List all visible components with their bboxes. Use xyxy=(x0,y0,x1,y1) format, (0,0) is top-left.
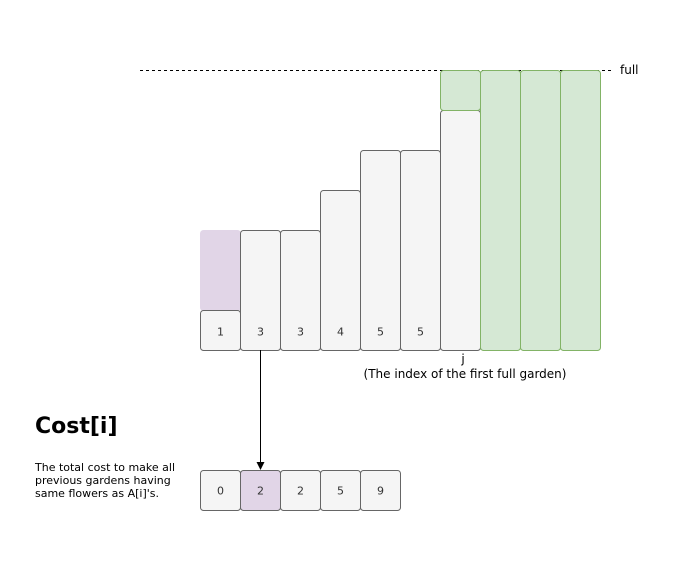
cost-value-label: 9 xyxy=(377,485,384,498)
garden-bar xyxy=(360,150,401,351)
cost-value-label: 2 xyxy=(257,485,264,498)
garden-value-label: 4 xyxy=(337,326,344,339)
garden-value-label: 5 xyxy=(377,326,384,339)
cost-value-label: 0 xyxy=(217,485,224,498)
garden-value-label: 1 xyxy=(217,326,224,339)
cost-title: Cost[i] xyxy=(35,414,118,439)
garden-bar xyxy=(440,110,481,351)
full-garden-bar xyxy=(520,70,561,351)
j-index-label: j xyxy=(460,352,464,366)
full-garden-bar xyxy=(560,70,601,351)
garden-value-label: 3 xyxy=(257,326,264,339)
cost-value-label: 5 xyxy=(337,485,344,498)
garden-fill-to-level xyxy=(200,230,241,311)
cost-array-group: 0 2 2 5 9 xyxy=(200,470,401,511)
cost-value-label: 2 xyxy=(297,485,304,498)
garden-bar xyxy=(400,150,441,351)
j-index-description: (The index of the first full garden) xyxy=(364,367,567,381)
gardens-group: 1 3 3 4 5 5 xyxy=(200,70,601,351)
full-label: full xyxy=(620,63,639,77)
garden-value-label: 3 xyxy=(297,326,304,339)
garden-value-label: 5 xyxy=(417,326,424,339)
cost-box xyxy=(360,470,401,511)
full-garden-bar xyxy=(480,70,521,351)
cost-description: The total cost to make all previous gard… xyxy=(35,461,176,500)
garden-top-up-to-full xyxy=(440,70,481,111)
